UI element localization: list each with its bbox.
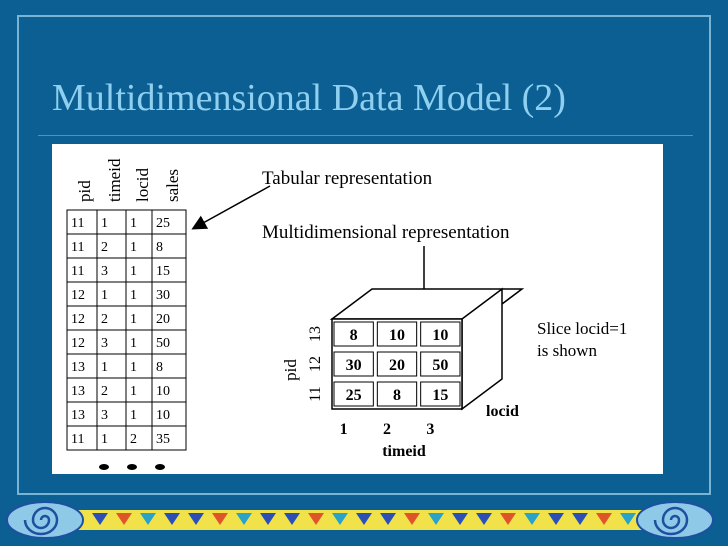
tabular-label: Tabular representation	[262, 168, 433, 189]
slide-title: Multidimensional Data Model (2)	[52, 77, 566, 119]
table-cell: 12	[71, 288, 85, 303]
pid-axis-label: pid	[281, 359, 300, 381]
table-cell: 50	[156, 336, 170, 351]
table-cell: 13	[71, 408, 85, 423]
table-cell: 1	[130, 264, 137, 279]
table-cell: 11	[71, 216, 84, 231]
cube-cell: 50	[432, 357, 448, 374]
table-cell: 1	[130, 240, 137, 255]
column-header: timeid	[105, 158, 124, 202]
cube-cell: 10	[389, 327, 405, 344]
cube-cell: 10	[432, 327, 448, 344]
multidim-label: Multidimensional representation	[262, 222, 510, 243]
column-header: locid	[133, 168, 152, 202]
table-cell: 8	[156, 240, 163, 255]
table-cell: 30	[156, 288, 170, 303]
timeid-tick: 2	[383, 421, 391, 438]
slice-note-line1: Slice locid=1	[537, 319, 627, 338]
slice-note-line2: is shown	[537, 341, 597, 360]
timeid-axis-label: timeid	[382, 443, 426, 460]
table-cell: 1	[130, 312, 137, 327]
table-column-headers: pid timeid locid sales	[75, 158, 182, 202]
table-cell: 1	[130, 384, 137, 399]
cube-cell: 15	[432, 387, 448, 404]
table-cell: 35	[156, 432, 170, 447]
table-cell: 2	[130, 432, 137, 447]
slide-frame	[17, 15, 711, 495]
spiral-icon	[636, 501, 714, 539]
locid-axis-label: locid	[486, 403, 519, 420]
timeid-tick: 3	[426, 421, 434, 438]
table-cell: 12	[71, 312, 85, 327]
cube-cell: 25	[346, 387, 362, 404]
table-cell: 3	[101, 264, 108, 279]
table-cell: 3	[101, 336, 108, 351]
column-header: pid	[75, 180, 94, 202]
table-cell: 15	[156, 264, 170, 279]
pid-tick: 13	[307, 326, 324, 342]
table-cell: 20	[156, 312, 170, 327]
table-cell: 8	[156, 360, 163, 375]
spiral-icon	[6, 501, 84, 539]
table-cell: 10	[156, 408, 170, 423]
cube-cell: 8	[350, 327, 358, 344]
cube-front-face	[331, 318, 463, 410]
table-cell: 1	[101, 216, 108, 231]
title-divider	[38, 135, 693, 136]
table-cell: 11	[71, 240, 84, 255]
table-cell: 2	[101, 240, 108, 255]
continuation-dots	[99, 464, 165, 470]
column-header: sales	[163, 169, 182, 202]
table-cell: 1	[130, 360, 137, 375]
table-cell: 2	[101, 384, 108, 399]
timeid-tick: 1	[340, 421, 348, 438]
table-cell: 1	[130, 336, 137, 351]
table-cell: 1	[130, 288, 137, 303]
table-cell: 1	[101, 360, 108, 375]
pid-tick: 12	[307, 356, 324, 372]
table-cell: 11	[71, 432, 84, 447]
table-cell: 3	[101, 408, 108, 423]
table-cell: 12	[71, 336, 85, 351]
data-cube: 8 10 10 30 20 50 25 8 15	[329, 287, 525, 411]
table-cell: 10	[156, 384, 170, 399]
table-cell: 11	[71, 264, 84, 279]
pid-tick: 11	[307, 386, 324, 401]
cube-cell: 30	[346, 357, 362, 374]
table-cell: 2	[101, 312, 108, 327]
table-cell: 1	[101, 432, 108, 447]
table-cell: 1	[130, 408, 137, 423]
table-cell: 13	[71, 360, 85, 375]
table-cell: 13	[71, 384, 85, 399]
tabular-arrow	[191, 185, 271, 230]
table-cell: 1	[101, 288, 108, 303]
table-cell: 1	[130, 216, 137, 231]
cube-cell: 20	[389, 357, 405, 374]
pid-axis-ticks: 13 12 11	[307, 326, 324, 402]
table-cell: 25	[156, 216, 170, 231]
timeid-axis-ticks: 1 2 3	[340, 421, 435, 438]
decorative-border	[0, 498, 728, 546]
cube-grid: 8 10 10 30 20 50 25 8 15	[333, 321, 461, 407]
cube-cell: 8	[393, 387, 401, 404]
